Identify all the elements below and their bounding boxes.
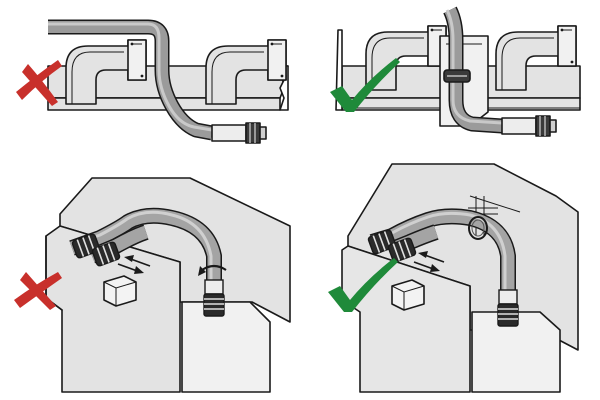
twist-arrow-icon bbox=[198, 264, 227, 276]
vertical-end-fitting bbox=[497, 289, 519, 327]
pipe-routed-beside-ducts bbox=[443, 6, 503, 134]
check-icon bbox=[328, 258, 398, 312]
motion-arrows-icon bbox=[413, 251, 445, 272]
panel-bottom-left bbox=[14, 177, 291, 393]
pipe-routed-over-ducts bbox=[48, 19, 214, 141]
panel-bottom-right bbox=[328, 163, 579, 393]
mounting-block bbox=[391, 279, 425, 311]
panel-top-right bbox=[330, 6, 581, 137]
pipe-end-fitting bbox=[501, 115, 557, 137]
front-block bbox=[45, 225, 271, 393]
pipe-end-fitting bbox=[211, 122, 267, 144]
cross-icon bbox=[16, 60, 62, 106]
motion-arrows-icon bbox=[117, 255, 151, 274]
panel-top-left bbox=[16, 19, 289, 144]
hose-clamp bbox=[468, 216, 488, 240]
check-icon bbox=[330, 58, 400, 112]
pipe-clamp bbox=[443, 69, 471, 83]
mounting-block bbox=[103, 275, 137, 307]
cross-icon bbox=[14, 272, 62, 310]
vertical-end-fitting bbox=[203, 279, 225, 317]
